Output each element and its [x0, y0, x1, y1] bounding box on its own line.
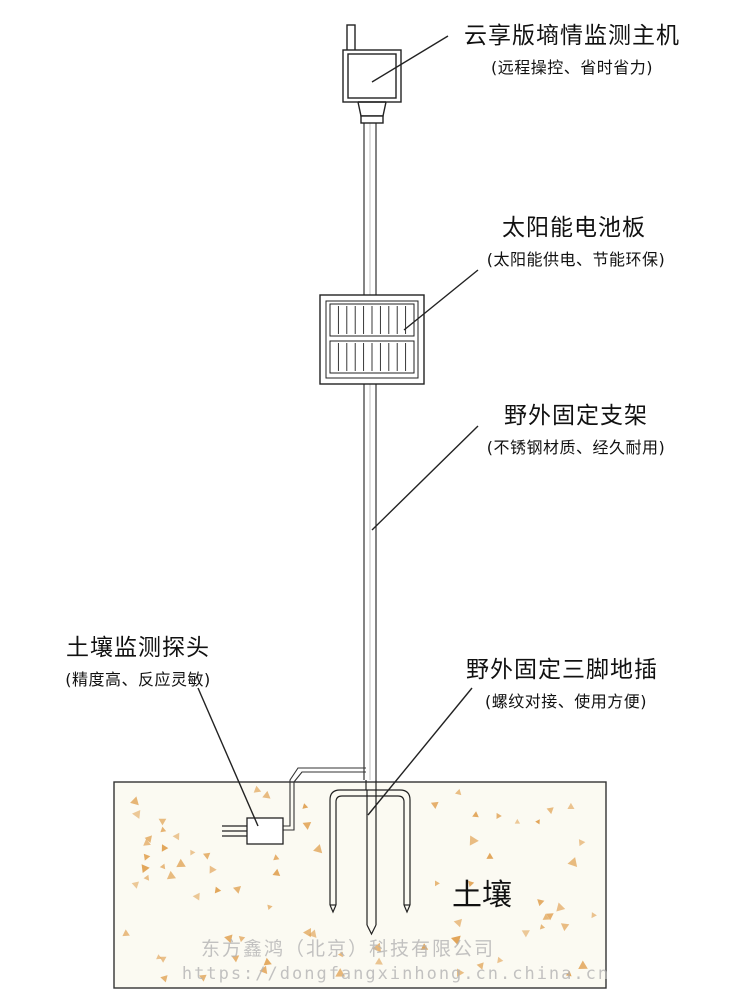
soil-speckle	[259, 965, 268, 974]
soil-speckle	[192, 892, 200, 901]
soil-speckle	[591, 912, 597, 919]
support-pole	[363, 122, 377, 780]
soil-speckle	[546, 807, 554, 815]
soil-speckle	[578, 960, 588, 969]
label-probe-title: 土壤监测探头	[66, 635, 210, 661]
soil-speckle	[166, 870, 176, 880]
soil-speckle	[253, 785, 262, 793]
soil-speckle	[224, 934, 233, 944]
soil-speckle	[537, 899, 545, 907]
probe-cable	[283, 767, 366, 831]
soil-speckle	[160, 826, 167, 833]
soil-speckle	[262, 790, 271, 799]
soil-speckle	[514, 818, 521, 824]
soil-speckle	[567, 857, 578, 867]
soil-speckle	[472, 811, 479, 818]
soil-speckle	[545, 913, 554, 921]
host-unit	[342, 24, 402, 124]
soil-speckle	[273, 854, 280, 861]
soil-speckle	[560, 923, 570, 932]
soil-speckle	[496, 812, 502, 819]
soil-speckle	[521, 930, 530, 938]
soil-speckle	[143, 853, 151, 861]
soil-label: 土壤	[452, 878, 512, 913]
soil-speckle	[158, 818, 167, 826]
label-host-title: 云享版墒情监测主机	[464, 23, 680, 49]
soil-speckle	[497, 956, 504, 964]
soil-speckle	[542, 913, 550, 920]
soil-speckle	[430, 801, 439, 809]
soil-speckle	[176, 858, 186, 868]
soil-speckle	[130, 796, 139, 806]
soil-speckle	[578, 839, 586, 847]
soil-speckle	[141, 864, 150, 873]
soil-speckle	[190, 849, 196, 856]
label-tripod-sub: (螺纹对接、使用方便)	[485, 692, 647, 711]
soil-speckle	[172, 832, 180, 841]
soil-speckle	[238, 936, 246, 943]
soil-speckle	[131, 881, 139, 889]
soil-speckles	[122, 785, 597, 983]
soil-speckle	[267, 904, 273, 910]
label-solar-sub: (太阳能供电、节能环保)	[486, 250, 666, 269]
soil-speckle	[539, 924, 546, 930]
soil-speckle	[231, 955, 240, 963]
soil-speckle	[302, 803, 309, 809]
soil-speckle	[453, 918, 462, 928]
soil-speckle	[263, 957, 272, 966]
soil-speckle	[372, 942, 381, 953]
soil-speckle	[272, 868, 281, 876]
soil-block	[113, 781, 607, 989]
soil-speckle	[455, 788, 462, 796]
soil-speckle	[337, 951, 343, 958]
soil-speckle	[313, 844, 323, 854]
soil-speckle	[159, 863, 166, 870]
soil-speckle	[567, 802, 575, 809]
soil-speckle	[122, 929, 130, 937]
soil-speckle	[375, 957, 383, 965]
label-frame-sub: (不锈钢材质、经久耐用)	[486, 438, 666, 457]
soil-speckle	[451, 935, 461, 946]
watermark-company: 东方鑫鸿（北京）科技有限公司	[200, 938, 496, 960]
label-probe-sub: (精度高、反应灵敏)	[65, 670, 211, 689]
soil-speckle	[144, 835, 152, 843]
soil-speckle	[469, 835, 479, 846]
soil-speckle	[435, 880, 440, 887]
soil-speckle	[161, 844, 169, 852]
soil-speckle	[302, 822, 312, 830]
soil-speckle	[486, 852, 494, 859]
soil-speckle	[143, 838, 151, 846]
solar-panel	[319, 294, 425, 385]
soil-speckle	[476, 962, 484, 970]
label-host-sub: (远程操控、省时省力)	[491, 58, 653, 77]
soil-speckle	[565, 971, 572, 977]
tripod-spike	[329, 780, 411, 936]
soil-speckle	[457, 968, 465, 977]
label-frame-title: 野外固定支架	[504, 403, 648, 429]
leader-lines	[197, 35, 479, 827]
soil-speckle	[203, 852, 211, 860]
soil-speckle	[468, 880, 475, 887]
soil-speckle	[209, 865, 217, 874]
soil-speckle	[535, 819, 540, 825]
label-solar-title: 太阳能电池板	[502, 215, 646, 241]
label-tripod-title: 野外固定三脚地插	[466, 657, 658, 683]
soil-speckle	[233, 886, 241, 894]
soil-speckle	[143, 874, 150, 881]
soil-speckle	[160, 975, 168, 983]
watermark-url: https://dongfangxinhong.cn.china.cn	[181, 964, 611, 984]
soil-speckle	[214, 886, 222, 894]
soil-speckle	[132, 810, 141, 819]
soil-speckle	[303, 928, 311, 938]
soil-speckle	[159, 956, 167, 963]
soil-speckle	[420, 943, 429, 950]
soil-speckle	[199, 974, 207, 982]
soil-speckle	[308, 929, 317, 938]
soil-probe	[222, 817, 284, 845]
soil-speckle	[335, 968, 346, 977]
soil-speckle	[556, 902, 566, 912]
